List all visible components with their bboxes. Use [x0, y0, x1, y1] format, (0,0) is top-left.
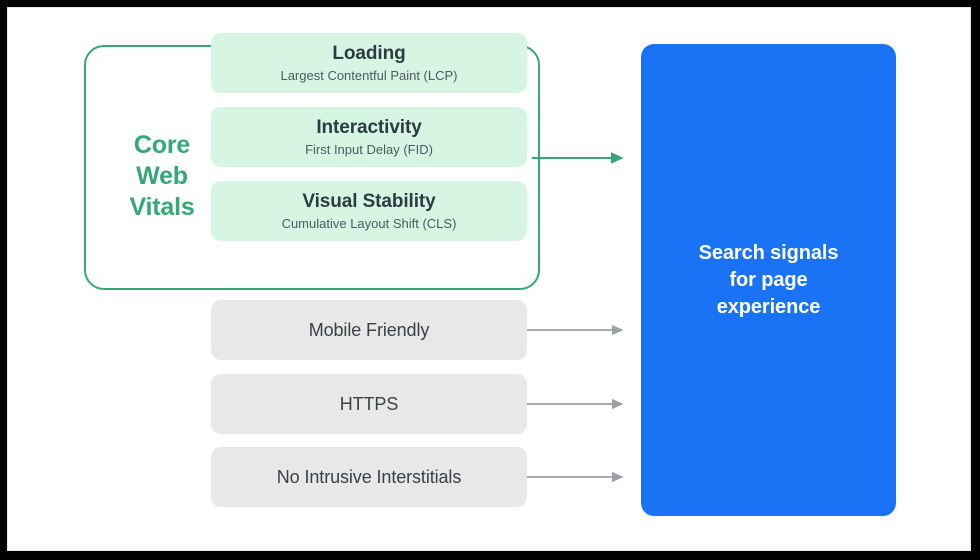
signal-no-intrusive-interstitials[interactable]: No Intrusive Interstitials [211, 447, 527, 507]
diagram-canvas: Core Web Vitals Loading Largest Contentf… [8, 8, 970, 550]
vital-card-title: Interactivity [316, 116, 422, 138]
signal-label: Mobile Friendly [308, 319, 430, 340]
vital-card-interactivity[interactable]: Interactivity First Input Delay (FID) [211, 107, 527, 167]
signal-https[interactable]: HTTPS [211, 374, 527, 434]
vital-card-subtitle: First Input Delay (FID) [305, 141, 433, 157]
vital-card-subtitle: Largest Contentful Paint (LCP) [280, 67, 458, 83]
vital-card-visual-stability[interactable]: Visual Stability Cumulative Layout Shift… [211, 181, 527, 241]
signal-label: HTTPS [339, 393, 399, 414]
signal-mobile-friendly[interactable]: Mobile Friendly [211, 300, 527, 360]
vital-card-title: Visual Stability [302, 190, 436, 212]
vital-card-title: Loading [332, 42, 406, 64]
vital-card-loading[interactable]: Loading Largest Contentful Paint (LCP) [211, 33, 527, 93]
vital-card-subtitle: Cumulative Layout Shift (CLS) [281, 215, 457, 231]
core-web-vitals-label: Core Web Vitals [129, 131, 195, 221]
outcome-panel-label: Search signals for page experience [698, 241, 839, 318]
outcome-panel[interactable]: Search signals for page experience [641, 44, 896, 516]
signal-label: No Intrusive Interstitials [276, 466, 462, 487]
